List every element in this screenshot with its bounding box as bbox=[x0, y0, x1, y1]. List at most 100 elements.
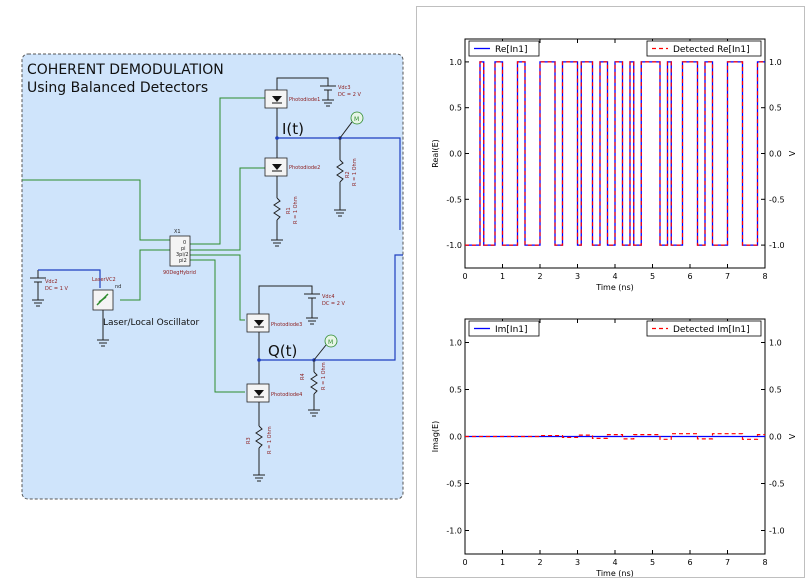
schematic-subtitle: Using Balanced Detectors bbox=[27, 80, 208, 96]
photodiode1[interactable]: Photodiode1 bbox=[264, 89, 320, 109]
hybrid-type: 90DegHybrid bbox=[163, 270, 196, 276]
vdc4-value: DC = 2 V bbox=[322, 301, 345, 307]
y-tick-label-right: 0.5 bbox=[769, 386, 782, 395]
r3-value: R = 1 Ohm bbox=[267, 426, 273, 454]
x-tick-label: 3 bbox=[575, 272, 580, 281]
x-tick-label: 5 bbox=[650, 558, 655, 567]
resistor-r4[interactable]: R4 R = 1 Ohm bbox=[300, 360, 327, 417]
resistor-r3[interactable]: R3 R = 1 Ohm bbox=[246, 402, 273, 482]
x-tick-label: 0 bbox=[462, 272, 467, 281]
monitor-q-label: M bbox=[328, 339, 333, 346]
legend-label: Im[In1] bbox=[495, 325, 528, 335]
source-vdc2[interactable]: Vdc2 DC = 1 V bbox=[30, 269, 101, 307]
legend-label: Re[In1] bbox=[495, 45, 528, 55]
legend-box bbox=[468, 40, 540, 57]
hybrid-port-0: 0 bbox=[183, 240, 186, 246]
schematic-canvas: COHERENT DEMODULATION Using Balanced Det… bbox=[21, 53, 404, 500]
legend-entry-1: Im[In1] bbox=[468, 320, 540, 337]
plots-panel: 0 1 2 3 4 5 6 7 8 -1.0 -1.0 -0.5 -0.5 0.0 0.0 0.5 0.5 1.0… bbox=[416, 6, 805, 578]
photodiode2[interactable]: Photodiode2 bbox=[264, 157, 320, 177]
y-tick-label-right: -1.0 bbox=[769, 527, 785, 536]
y-tick-label-right: -0.5 bbox=[769, 195, 785, 204]
laser-caption: Laser/Local Oscillator bbox=[103, 318, 199, 328]
schematic-panel: COHERENT DEMODULATION Using Balanced Det… bbox=[21, 53, 404, 500]
series-line-1 bbox=[465, 61, 765, 246]
y-tick-label-right: 1.0 bbox=[769, 339, 782, 348]
monitor-q[interactable]: M bbox=[313, 334, 338, 361]
y-tick-label: -1.0 bbox=[446, 527, 462, 536]
x-tick-label: 5 bbox=[650, 272, 655, 281]
schematic-background bbox=[21, 53, 404, 500]
y-tick-label-right: 0.0 bbox=[769, 150, 782, 159]
x-tick-label: 1 bbox=[500, 558, 505, 567]
series-line-2 bbox=[465, 433, 765, 440]
legend-box bbox=[646, 40, 762, 57]
q-signal-label: Q(t) bbox=[268, 342, 297, 360]
vdc3-value: DC = 2 V bbox=[338, 92, 361, 98]
right-axis-label: V bbox=[788, 433, 797, 439]
x-tick-label: 3 bbox=[575, 558, 580, 567]
hybrid-x1[interactable]: X1 0 pi 3pi/2 pi2 90DegHybrid bbox=[163, 229, 196, 276]
y-tick-label: 0.0 bbox=[449, 433, 462, 442]
x-axis-label: Time (ns) bbox=[595, 283, 634, 292]
monitor-i-label: M bbox=[354, 116, 359, 123]
y-tick-label-right: -0.5 bbox=[769, 480, 785, 489]
resistor-r2[interactable]: R2 R = 1 Ohm bbox=[334, 138, 358, 217]
r4-value: R = 1 Ohm bbox=[321, 362, 327, 390]
y-tick-label: 0.5 bbox=[449, 104, 462, 113]
vdc2-value: DC = 1 V bbox=[45, 286, 68, 292]
plots-canvas: 0 1 2 3 4 5 6 7 8 -1.0 -1.0 -0.5 -0.5 0.0 0.0 0.5 0.5 1.0… bbox=[431, 38, 797, 578]
y-tick-label: -0.5 bbox=[446, 195, 462, 204]
vdc2-name: Vdc2 bbox=[45, 279, 58, 285]
laser-name: LaserVC2 bbox=[92, 277, 116, 283]
photodiode1-label: Photodiode1 bbox=[289, 97, 320, 103]
y-axis-label: Imag(E) bbox=[431, 421, 440, 452]
x-tick-label: 8 bbox=[762, 558, 767, 567]
vdc4-source[interactable]: Vdc4 DC = 2 V bbox=[258, 285, 345, 325]
laser-local-oscillator[interactable]: LaserVC2 nd Laser/Local Oscillator bbox=[92, 277, 199, 347]
hybrid-port-pi2: pi2 bbox=[179, 258, 187, 264]
y-tick-label: 0.0 bbox=[449, 150, 462, 159]
x-tick-label: 8 bbox=[762, 272, 767, 281]
x-tick-label: 6 bbox=[687, 558, 692, 567]
right-axis-label: V bbox=[788, 150, 797, 156]
x-tick-label: 7 bbox=[725, 272, 730, 281]
i-signal-label: I(t) bbox=[282, 120, 304, 138]
r1-name: R1 bbox=[286, 207, 292, 214]
r4-name: R4 bbox=[300, 373, 306, 380]
y-tick-label-right: 1.0 bbox=[769, 58, 782, 67]
optical-wires bbox=[22, 97, 265, 393]
legend-box bbox=[646, 320, 762, 337]
vdc3-source[interactable]: Vdc3 DC = 2 V bbox=[276, 77, 361, 107]
r2-value: R = 1 Ohm bbox=[352, 158, 358, 186]
hybrid-port-3pi2: 3pi/2 bbox=[176, 252, 189, 258]
monitor-i[interactable]: M bbox=[339, 111, 364, 139]
x-tick-label: 6 bbox=[687, 272, 692, 281]
legend-label: Detected Re[In1] bbox=[673, 45, 750, 55]
x-tick-label: 1 bbox=[500, 272, 505, 281]
x-tick-label: 0 bbox=[462, 558, 467, 567]
photodiode3[interactable]: Photodiode3 bbox=[246, 313, 302, 333]
y-tick-label: 1.0 bbox=[449, 58, 462, 67]
y-tick-label: 1.0 bbox=[449, 339, 462, 348]
y-tick-label: 0.5 bbox=[449, 386, 462, 395]
x-tick-label: 4 bbox=[612, 272, 617, 281]
y-tick-label-right: -1.0 bbox=[769, 241, 785, 250]
y-tick-label: -1.0 bbox=[446, 241, 462, 250]
photodiode4-label: Photodiode4 bbox=[271, 392, 302, 398]
y-axis-label: Real(E) bbox=[431, 139, 440, 168]
x-tick-label: 2 bbox=[537, 558, 542, 567]
resistor-r1[interactable]: R1 R = 1 Ohm bbox=[271, 176, 299, 247]
legend-entry-2: Detected Im[In1] bbox=[646, 320, 762, 337]
photodiode3-label: Photodiode3 bbox=[271, 322, 302, 328]
x-tick-label: 7 bbox=[725, 558, 730, 567]
photodiode4[interactable]: Photodiode4 bbox=[246, 383, 302, 403]
r1-value: R = 1 Ohm bbox=[293, 196, 299, 224]
hybrid-port-pi: pi bbox=[181, 246, 186, 252]
photodiode2-label: Photodiode2 bbox=[289, 165, 320, 171]
vdc4-name: Vdc4 bbox=[322, 294, 335, 300]
legend-box bbox=[468, 320, 540, 337]
legend-label: Detected Im[In1] bbox=[673, 325, 750, 335]
